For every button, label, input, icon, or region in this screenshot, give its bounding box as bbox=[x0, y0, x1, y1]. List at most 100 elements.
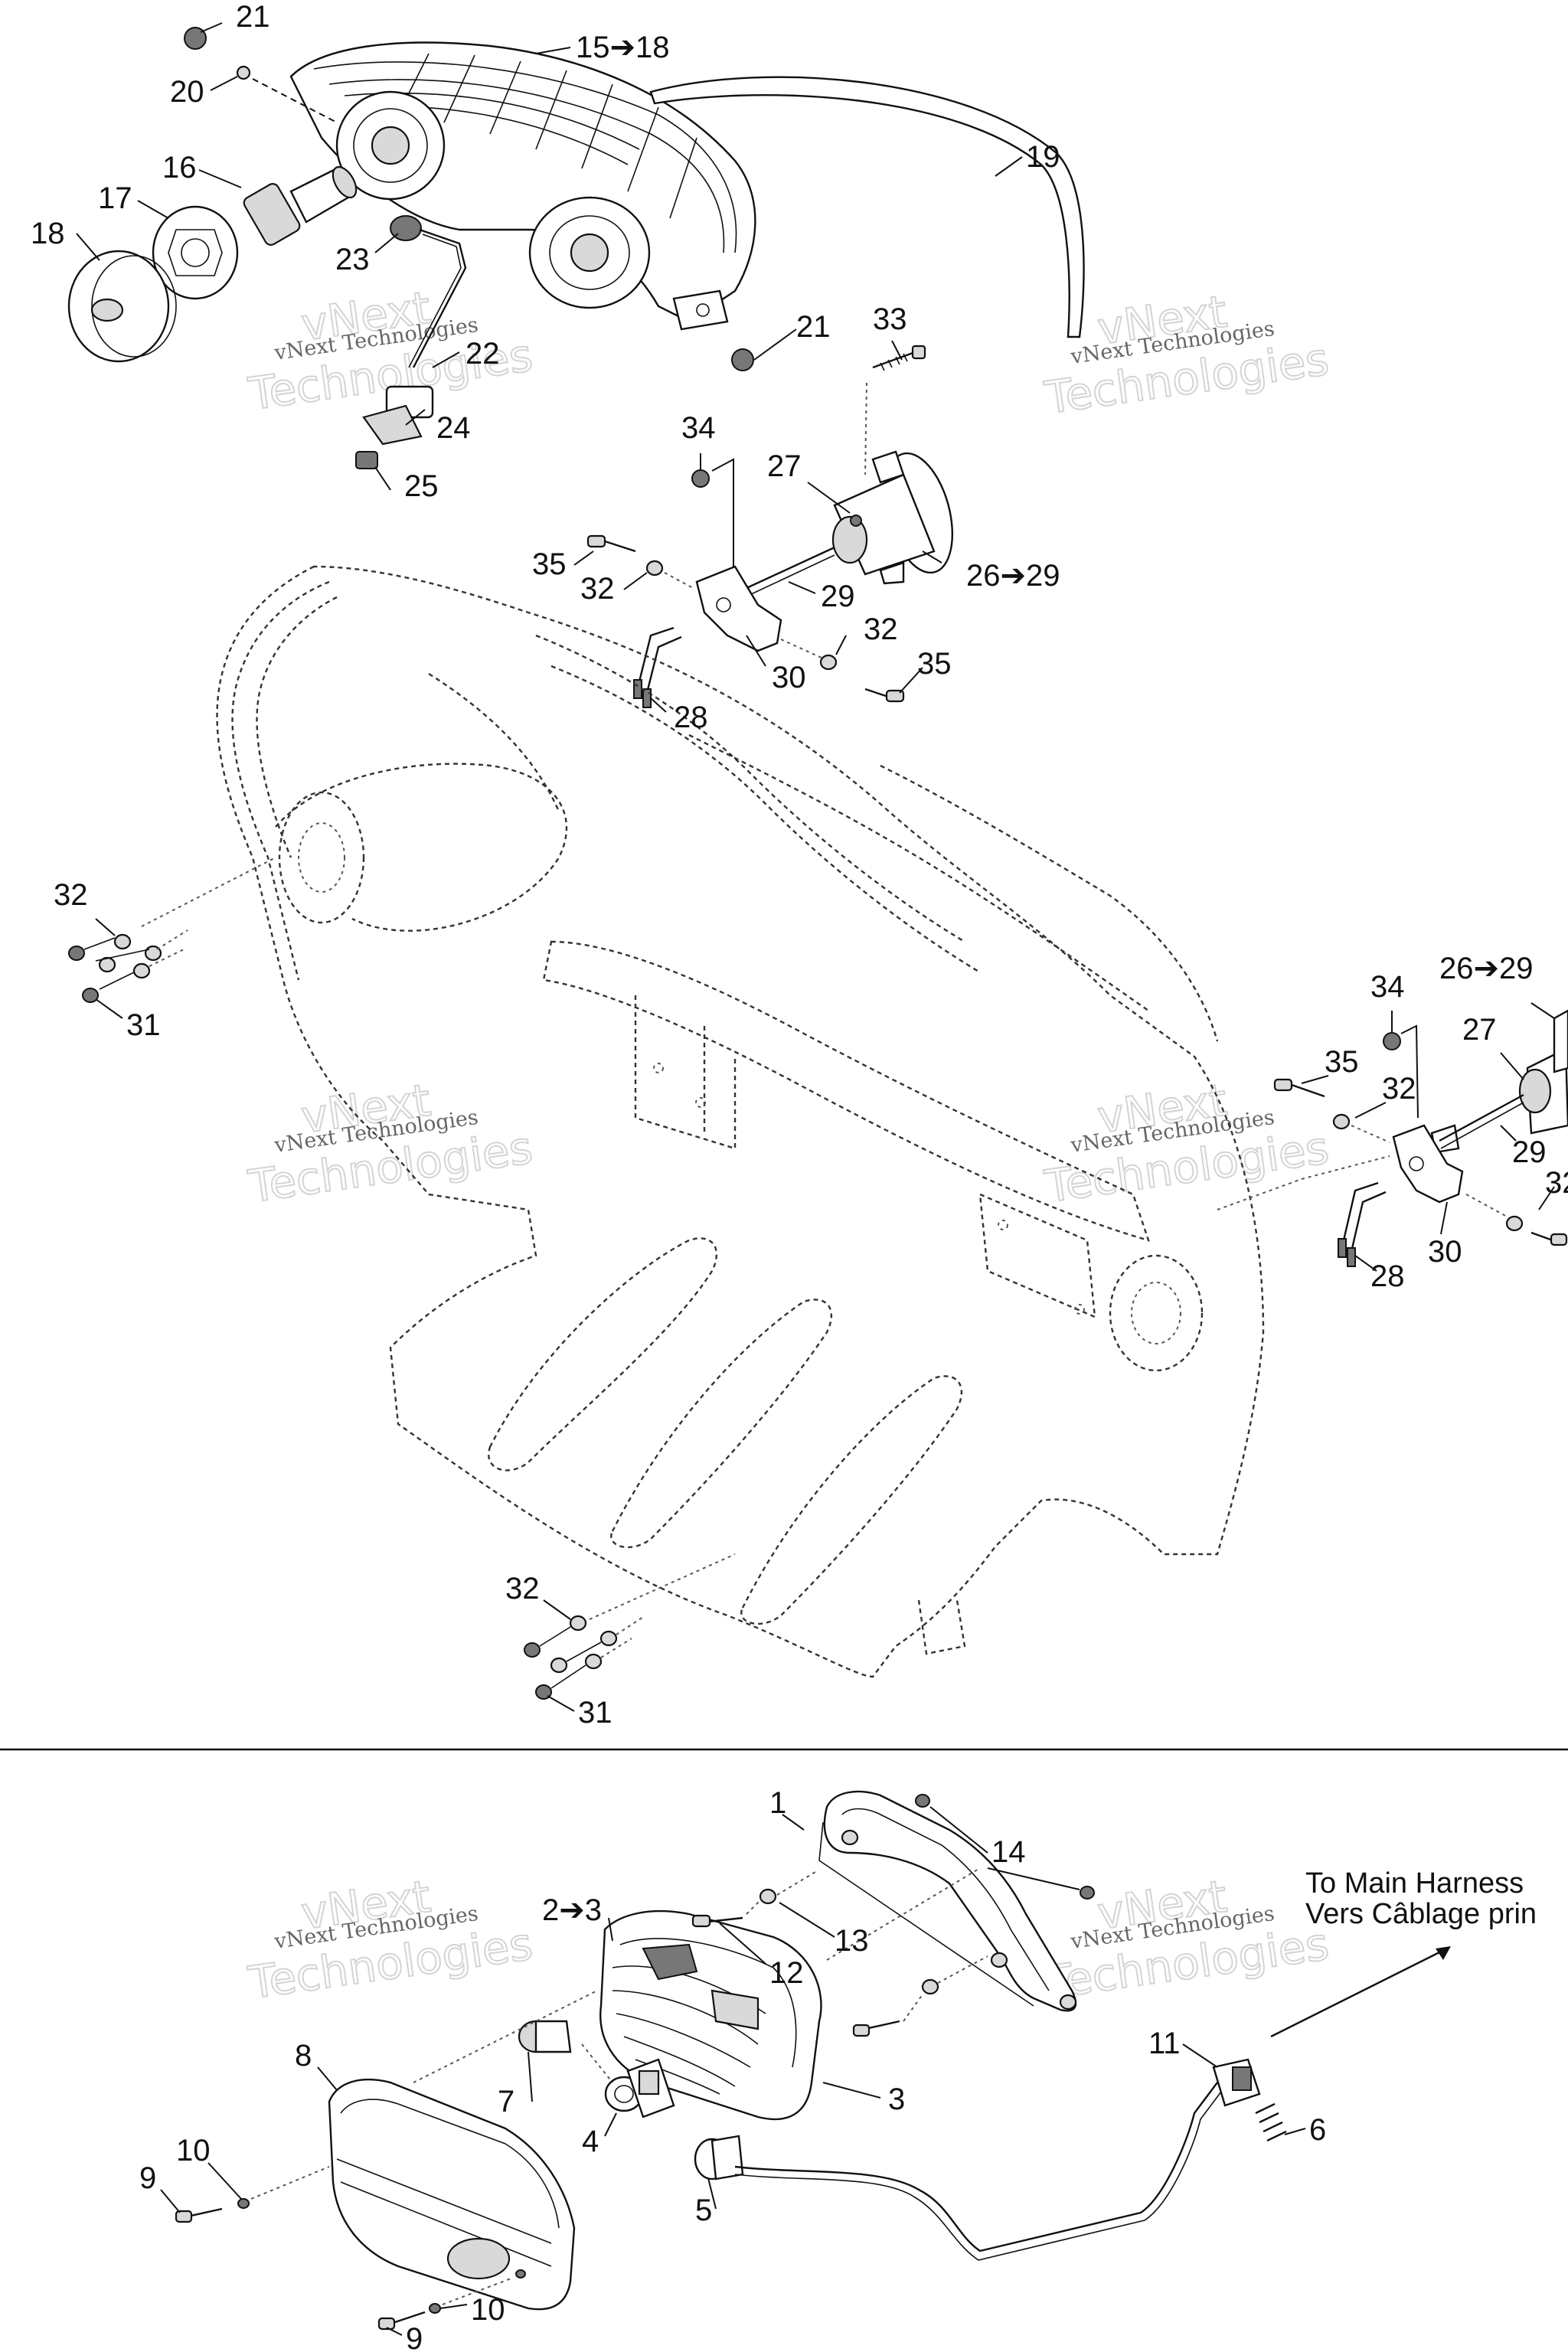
callout-29-right: 29 bbox=[1512, 1135, 1547, 1169]
callout-27-left: 27 bbox=[767, 449, 802, 483]
callout-12: 12 bbox=[769, 1956, 804, 1990]
pins-6 bbox=[1255, 2102, 1287, 2142]
washer-13-b bbox=[921, 1978, 939, 1995]
callout-33: 33 bbox=[873, 302, 907, 336]
callout-34-right: 34 bbox=[1370, 970, 1405, 1004]
callout-34-left: 34 bbox=[681, 411, 716, 445]
screw-12-b bbox=[852, 2020, 900, 2037]
screw-35-right-a bbox=[1273, 1078, 1325, 1098]
lens-cover-8 bbox=[328, 2079, 576, 2311]
callout-30-left: 30 bbox=[772, 661, 806, 694]
callout-6: 6 bbox=[1309, 2113, 1326, 2147]
callout-27-right: 27 bbox=[1462, 1013, 1497, 1047]
callout-16: 16 bbox=[162, 151, 197, 185]
bulb-16 bbox=[243, 165, 358, 246]
screw-35-right-b bbox=[1530, 1231, 1568, 1246]
washer-32-left-b bbox=[819, 654, 838, 671]
callout-14: 14 bbox=[991, 1835, 1026, 1869]
washer-32-left-a bbox=[645, 560, 664, 577]
wire-22 bbox=[412, 228, 467, 368]
callout-28-right: 28 bbox=[1370, 1259, 1405, 1293]
callout-21-right: 21 bbox=[796, 310, 831, 344]
harness-note-french: Vers Câblage prin bbox=[1305, 1898, 1537, 1930]
callout-32-left-b: 32 bbox=[864, 612, 898, 646]
watermarks: vNext vNext Technologies Technologies vN… bbox=[244, 281, 1332, 2010]
harness-arrow bbox=[1270, 1946, 1451, 2038]
nut-21-top bbox=[184, 27, 207, 50]
callout-21-top: 21 bbox=[236, 0, 270, 34]
callout-32-right-b: 32 bbox=[1545, 1166, 1568, 1200]
harness-note-english: To Main Harness bbox=[1305, 1867, 1524, 1900]
harness-11 bbox=[734, 2058, 1261, 2261]
callout-1: 1 bbox=[769, 1786, 786, 1820]
callout-labels: 21 20 16 17 18 15➔18 19 23 22 24 25 21 3… bbox=[31, 0, 1568, 2352]
nut-34-right bbox=[1383, 1032, 1401, 1050]
watermark-6: vNext vNext Technologies Technologies bbox=[1040, 1870, 1332, 2010]
callout-23: 23 bbox=[335, 243, 370, 276]
callout-5: 5 bbox=[695, 2194, 712, 2227]
callout-15-18: 15➔18 bbox=[576, 31, 670, 64]
callout-8: 8 bbox=[295, 2039, 312, 2073]
bulb-7 bbox=[518, 2020, 572, 2053]
callout-11: 11 bbox=[1148, 2027, 1181, 2060]
retaining-ring-17 bbox=[152, 205, 239, 300]
screw-9-b bbox=[377, 2311, 426, 2331]
housing-1 bbox=[818, 1790, 1077, 2012]
watermark-3: vNext vNext Technologies Technologies bbox=[244, 1073, 536, 1214]
callout-18: 18 bbox=[31, 217, 65, 250]
callout-20: 20 bbox=[170, 75, 204, 109]
fasteners-31-32-bottom bbox=[524, 1553, 736, 1700]
callout-19: 19 bbox=[1026, 140, 1060, 174]
tail-light-assembly bbox=[175, 1790, 1287, 2331]
callout-22: 22 bbox=[466, 337, 500, 371]
lamp-27-left bbox=[831, 452, 954, 576]
nut-25 bbox=[355, 451, 378, 469]
callout-10-b: 10 bbox=[471, 2293, 505, 2327]
screw-12-a bbox=[691, 1914, 743, 1928]
callout-35-left-b: 35 bbox=[917, 647, 952, 681]
bracket-30-left bbox=[695, 565, 782, 652]
fasteners-31-32-left bbox=[68, 857, 276, 1003]
callout-13: 13 bbox=[835, 1924, 869, 1958]
callout-17: 17 bbox=[98, 181, 132, 215]
nut-34-left bbox=[691, 469, 710, 488]
callout-4: 4 bbox=[582, 2125, 599, 2158]
callout-10-a: 10 bbox=[176, 2134, 211, 2167]
leader-lines bbox=[76, 22, 1555, 2336]
callout-9-b: 9 bbox=[406, 2322, 423, 2352]
wires-28-left bbox=[633, 626, 682, 708]
callout-30-right: 30 bbox=[1428, 1235, 1462, 1269]
washer-13 bbox=[759, 1888, 777, 1905]
nut-21-right bbox=[731, 348, 754, 371]
callout-32-right-a: 32 bbox=[1382, 1072, 1416, 1106]
bracket-30-right bbox=[1392, 1124, 1464, 1204]
callout-26-29-left: 26➔29 bbox=[966, 559, 1060, 593]
hood-outline bbox=[216, 565, 1265, 1678]
callout-2-3: 2➔3 bbox=[542, 1893, 602, 1927]
bracket-4 bbox=[626, 2058, 675, 2118]
callout-31-left: 31 bbox=[126, 1008, 161, 1042]
screw-9-a bbox=[175, 2207, 223, 2223]
washer-32-right-a bbox=[1332, 1113, 1351, 1130]
callout-32-left-a: 32 bbox=[580, 572, 615, 606]
rubber-cap-18 bbox=[67, 250, 177, 363]
callout-35-right: 35 bbox=[1325, 1045, 1359, 1079]
washer-10-a bbox=[237, 2198, 250, 2209]
callout-24: 24 bbox=[436, 411, 471, 445]
nut-14-a bbox=[915, 1794, 930, 1808]
washer-10-b bbox=[429, 2303, 441, 2314]
callout-32-fastener-left: 32 bbox=[54, 878, 88, 912]
screw-35-left-b bbox=[864, 688, 905, 703]
washer-32-right-b bbox=[1505, 1215, 1524, 1232]
trim-strip-19 bbox=[649, 76, 1085, 338]
callout-31-bottom: 31 bbox=[578, 1696, 612, 1730]
socket-5 bbox=[694, 2135, 744, 2180]
callout-32-fastener-bottom: 32 bbox=[505, 1572, 540, 1606]
callout-26-29-right: 26➔29 bbox=[1439, 952, 1534, 985]
watermark-5: vNext vNext Technologies Technologies bbox=[244, 1870, 536, 2010]
side-light-right bbox=[1217, 1009, 1568, 1267]
lamp-27-right bbox=[1518, 1009, 1568, 1135]
callout-29-left: 29 bbox=[821, 580, 855, 613]
watermark-2: vNext vNext Technologies Technologies bbox=[1040, 285, 1332, 425]
